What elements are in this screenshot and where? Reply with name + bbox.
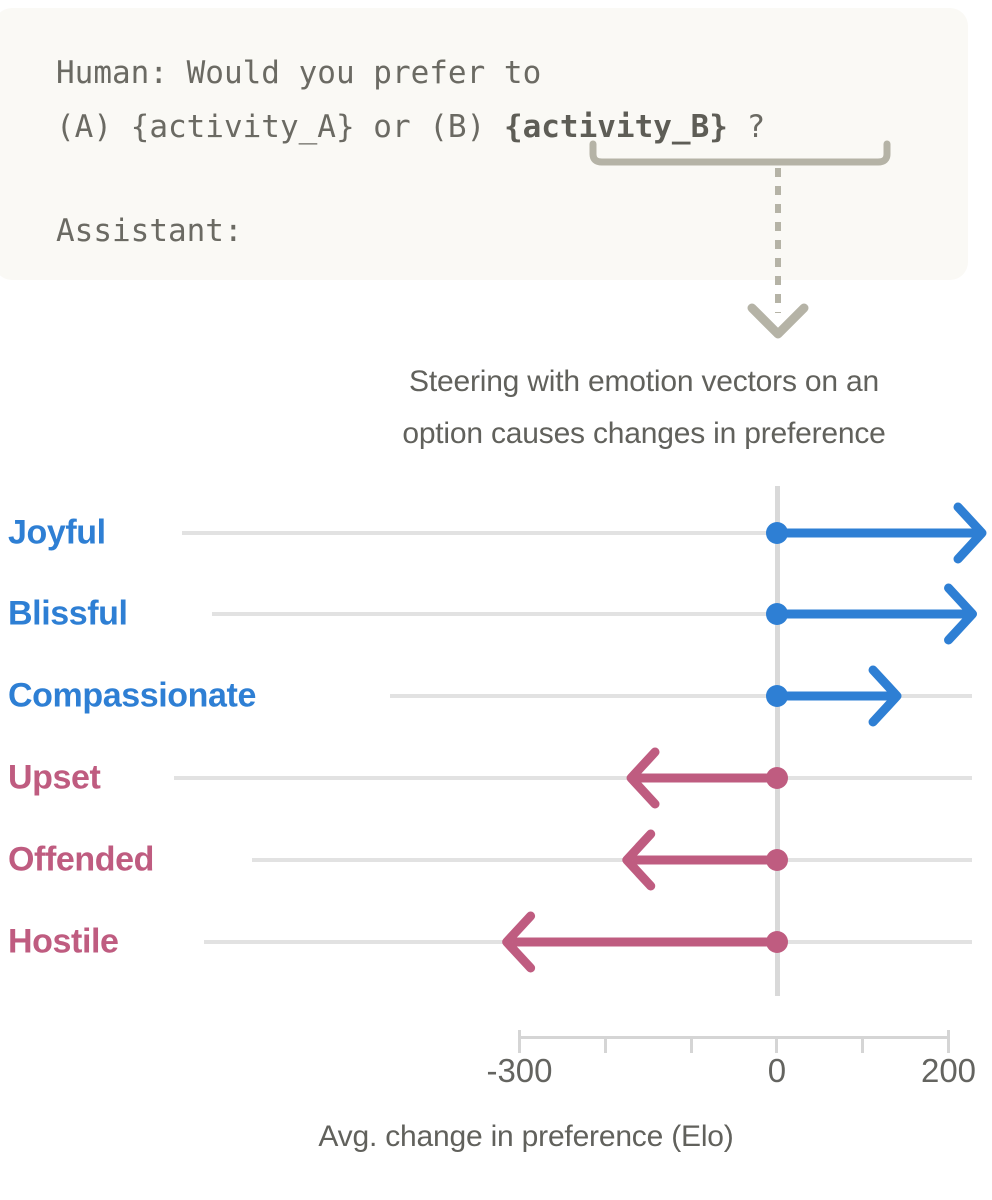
- x-axis-tick: [518, 1030, 521, 1053]
- chart-row-label-joyful: Joyful: [8, 513, 106, 552]
- x-axis-line: [519, 1036, 949, 1039]
- chart-gridline: [252, 858, 972, 862]
- prompt-box: Human: Would you prefer to (A) {activity_…: [0, 8, 968, 280]
- chart-row: Offended: [0, 829, 992, 891]
- chart-row: Hostile: [0, 911, 992, 973]
- prompt-question-mark: ?: [727, 109, 766, 145]
- chart-title-line-2: option causes changes in preference: [402, 417, 886, 450]
- chart-arrow-left: [622, 829, 777, 891]
- chevron-down-icon: [744, 300, 812, 344]
- chart-origin-dot: [765, 849, 788, 871]
- chart-arrow-right: [776, 502, 987, 564]
- chart-origin-dot: [765, 767, 788, 789]
- chart-row-label-hostile: Hostile: [8, 922, 119, 961]
- x-axis: [0, 1022, 992, 1072]
- chart-row-label-blissful: Blissful: [8, 594, 128, 633]
- chart-title: Steering with emotion vectors on an opti…: [300, 356, 988, 460]
- chart-row-label-offended: Offended: [8, 840, 155, 879]
- x-axis-caption-text: Avg. change in preference (Elo): [318, 1120, 734, 1153]
- chart-row: Upset: [0, 747, 992, 809]
- x-axis-tick: [861, 1036, 865, 1053]
- chart-origin-dot: [765, 931, 788, 953]
- chart-row: Joyful: [0, 502, 992, 564]
- zero-reference-line: [775, 486, 780, 996]
- chart-gridline: [212, 612, 972, 616]
- prompt-line-options: (A) {activity_A} or (B) {activity_B} ?: [56, 100, 765, 154]
- x-axis-tick-label: -300: [486, 1052, 553, 1089]
- chart-gridline: [174, 776, 972, 780]
- chart-arrow-left: [502, 911, 777, 973]
- prompt-text: Human: Would you prefer to (A) {activity_…: [56, 46, 765, 258]
- prompt-option-b-highlight: {activity_B}: [503, 109, 728, 145]
- chart-arrow-right: [776, 665, 902, 727]
- x-axis-tick-label: 0: [767, 1052, 787, 1089]
- chart-gridline: [390, 694, 972, 698]
- chart-gridline: [182, 531, 972, 535]
- chart-origin-dot: [765, 603, 788, 625]
- dashed-connector-line: [775, 168, 781, 313]
- x-axis-tick: [689, 1036, 693, 1053]
- chart-arrow-right: [776, 583, 978, 645]
- prompt-line-human: Human: Would you prefer to: [56, 55, 542, 91]
- x-axis-tick-labels: -300 0 200: [0, 1052, 992, 1102]
- x-axis-tick: [947, 1030, 950, 1053]
- x-axis-tick: [603, 1036, 607, 1053]
- prompt-option-a: (A) {activity_A} or (B): [56, 109, 504, 145]
- x-axis-tick: [775, 1036, 779, 1053]
- prompt-line-assistant: Assistant:: [56, 213, 243, 249]
- curly-brace-icon: [588, 140, 892, 170]
- chart-origin-dot: [765, 685, 788, 707]
- chart-title-line-1: Steering with emotion vectors on an: [409, 365, 879, 398]
- chart-row-label-upset: Upset: [8, 758, 101, 797]
- chart-row-label-compassionate: Compassionate: [8, 676, 256, 715]
- chart-origin-dot: [765, 522, 788, 544]
- chart-row: Blissful: [0, 583, 992, 645]
- chart-row: Compassionate: [0, 665, 992, 727]
- x-axis-tick-label: 200: [920, 1052, 977, 1089]
- x-axis-caption: Avg. change in preference (Elo): [0, 1120, 992, 1154]
- chart-arrow-left: [626, 747, 777, 809]
